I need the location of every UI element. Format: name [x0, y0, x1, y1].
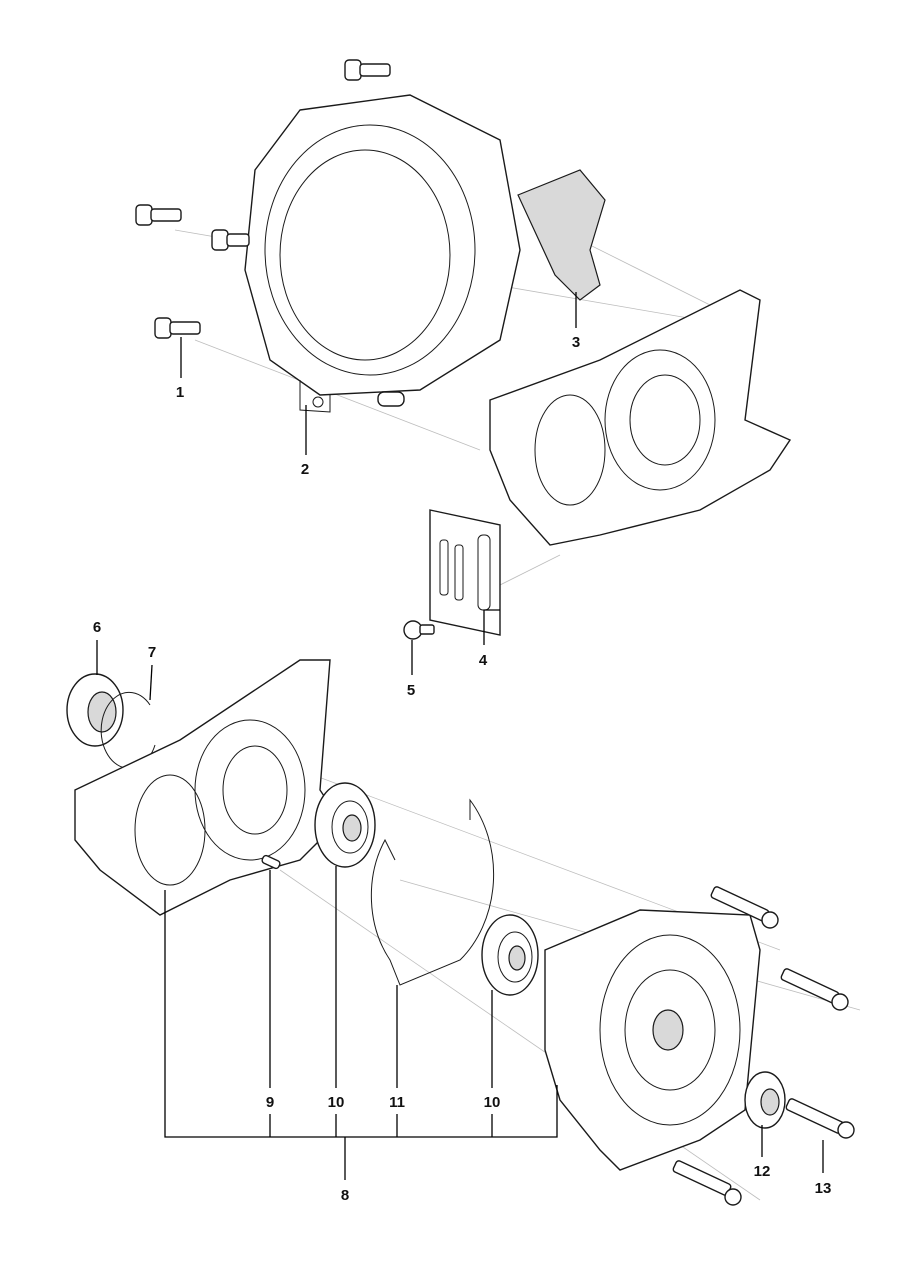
- bearing-left: [314, 782, 376, 868]
- callout-7: 7: [148, 644, 156, 661]
- bolt-group-13: [672, 886, 855, 1206]
- callout-1: 1: [176, 384, 184, 401]
- callout-10-right: 10: [484, 1094, 501, 1111]
- bolt-group-1: [135, 59, 391, 339]
- screw-5: [403, 620, 435, 640]
- leader-lines: [96, 292, 824, 1180]
- callout-13: 13: [815, 1180, 832, 1197]
- gasket: [370, 798, 495, 986]
- callout-8: 8: [341, 1187, 349, 1204]
- callout-12: 12: [754, 1163, 771, 1180]
- callout-9: 9: [266, 1094, 274, 1111]
- callout-4: 4: [479, 652, 488, 669]
- intake-plate: [429, 509, 501, 636]
- callout-11: 11: [389, 1094, 405, 1111]
- callout-6: 6: [93, 619, 101, 636]
- oil-seal: [66, 673, 124, 747]
- seal-12: [744, 1071, 786, 1129]
- callout-5: 5: [407, 682, 415, 699]
- cover-plate: [517, 169, 606, 301]
- crankcase-half-right: [544, 909, 761, 1171]
- housing-cover: [244, 94, 521, 413]
- pin: [261, 854, 281, 870]
- callout-3: 3: [572, 334, 580, 351]
- crankcase-half-upper: [489, 289, 792, 546]
- dowel-pin: [377, 391, 405, 407]
- bearing-right: [481, 914, 539, 996]
- callout-10-left: 10: [328, 1094, 345, 1111]
- callout-2: 2: [301, 461, 309, 478]
